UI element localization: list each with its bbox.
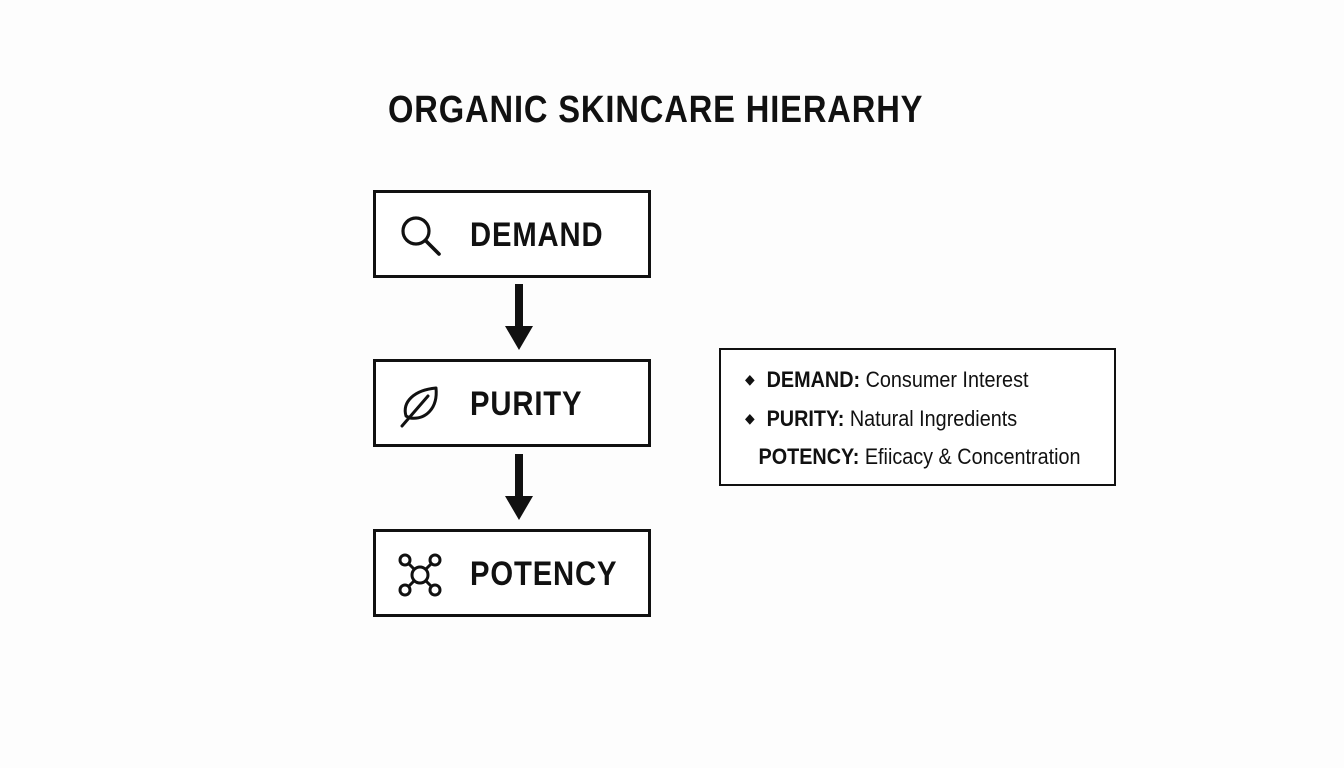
node-label: DEMAND <box>470 216 604 254</box>
legend-description: Natural Ingredients <box>844 406 1018 431</box>
legend-key: POTENCY <box>758 444 853 469</box>
legend-item-demand: ◆ DEMAND: Consumer Interest <box>745 365 1028 395</box>
legend-box: ◆ DEMAND: Consumer Interest ◆ PURITY: Natu… <box>719 348 1116 486</box>
molecule-icon <box>398 553 442 597</box>
search-icon <box>401 216 441 256</box>
legend-key: PURITY <box>766 406 838 431</box>
legend-description: Consumer Interest <box>860 367 1029 392</box>
legend-separator: : <box>852 444 860 469</box>
legend-item-potency: POTENCY: Efiicacy & Concentration <box>745 442 1081 472</box>
arrow-down-icon <box>505 454 533 520</box>
legend-separator: : <box>853 367 861 392</box>
node-potency: POTENCY <box>373 529 651 617</box>
leaf-icon <box>400 386 438 428</box>
node-purity: PURITY <box>373 359 651 447</box>
legend-item-purity: ◆ PURITY: Natural Ingredients <box>745 404 1017 434</box>
arrow-down-icon <box>505 284 533 350</box>
legend-key: DEMAND <box>766 367 854 392</box>
diagram-title: ORGANIC SKINCARE HIERARHY <box>388 89 924 131</box>
diamond-bullet-icon: ◆ <box>745 371 755 388</box>
legend-separator: : <box>837 406 845 431</box>
node-label: PURITY <box>470 385 583 423</box>
node-demand: DEMAND <box>373 190 651 278</box>
legend-description: Efiicacy & Concentration <box>859 444 1081 469</box>
node-label: POTENCY <box>470 555 618 593</box>
diamond-bullet-icon: ◆ <box>745 410 755 427</box>
